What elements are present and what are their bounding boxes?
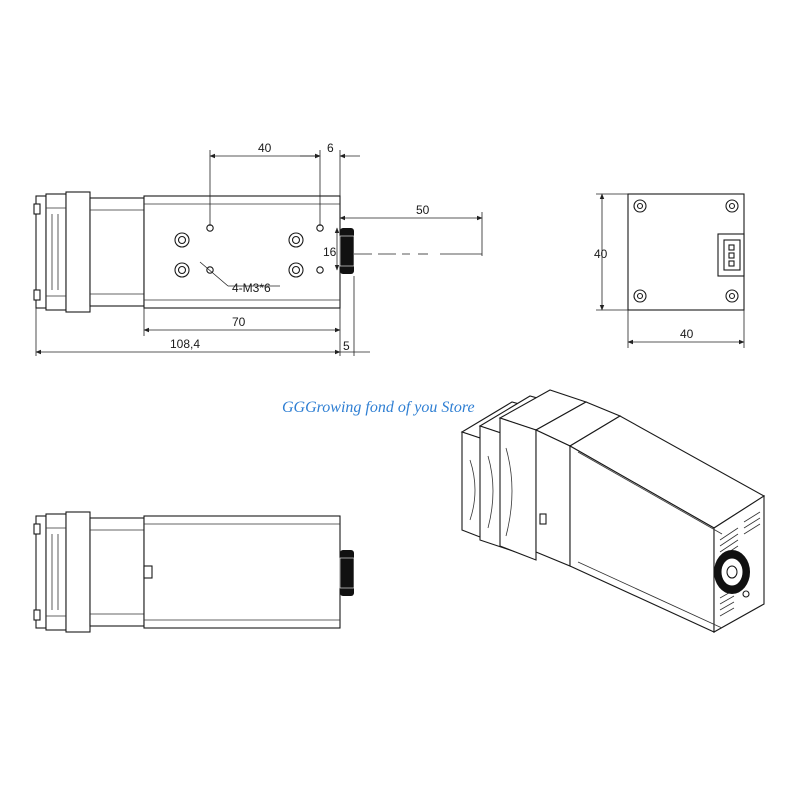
- side-main-body: [143, 515, 341, 629]
- top-view: [33, 191, 482, 313]
- front-face-view: [627, 193, 745, 311]
- isometric-view: [460, 389, 766, 633]
- top-fan-housing: [45, 193, 67, 311]
- mount-holes: [174, 232, 304, 278]
- side-view: [33, 511, 355, 633]
- focus-knob: [340, 228, 354, 274]
- top-main-body: [143, 195, 341, 309]
- dim-body-length: 70: [232, 315, 246, 329]
- top-neck: [89, 197, 145, 307]
- store-watermark: GGGrowing fond of you Store: [282, 399, 475, 416]
- dim-face-width: 40: [680, 327, 694, 341]
- dim-hole-pitch: 16: [323, 245, 337, 259]
- thread-note: 4-M3*6: [232, 281, 271, 295]
- top-view-dimensions: 40 6 50 16 4-M3*6 70 108,4 5: [35, 141, 483, 356]
- dim-focus-distance: 50: [416, 203, 430, 217]
- top-fan-guard: [65, 191, 91, 313]
- iso-focus-knob: [714, 550, 750, 594]
- dim-total-length: 108,4: [170, 337, 200, 351]
- dim-knob-length: 5: [343, 339, 350, 353]
- dim-offset-top: 6: [327, 141, 334, 155]
- connector-icon: [717, 233, 745, 277]
- dim-hole-spacing: 40: [258, 141, 272, 155]
- front-face-dimensions: 40 40: [594, 193, 745, 348]
- dim-face-height: 40: [594, 247, 608, 261]
